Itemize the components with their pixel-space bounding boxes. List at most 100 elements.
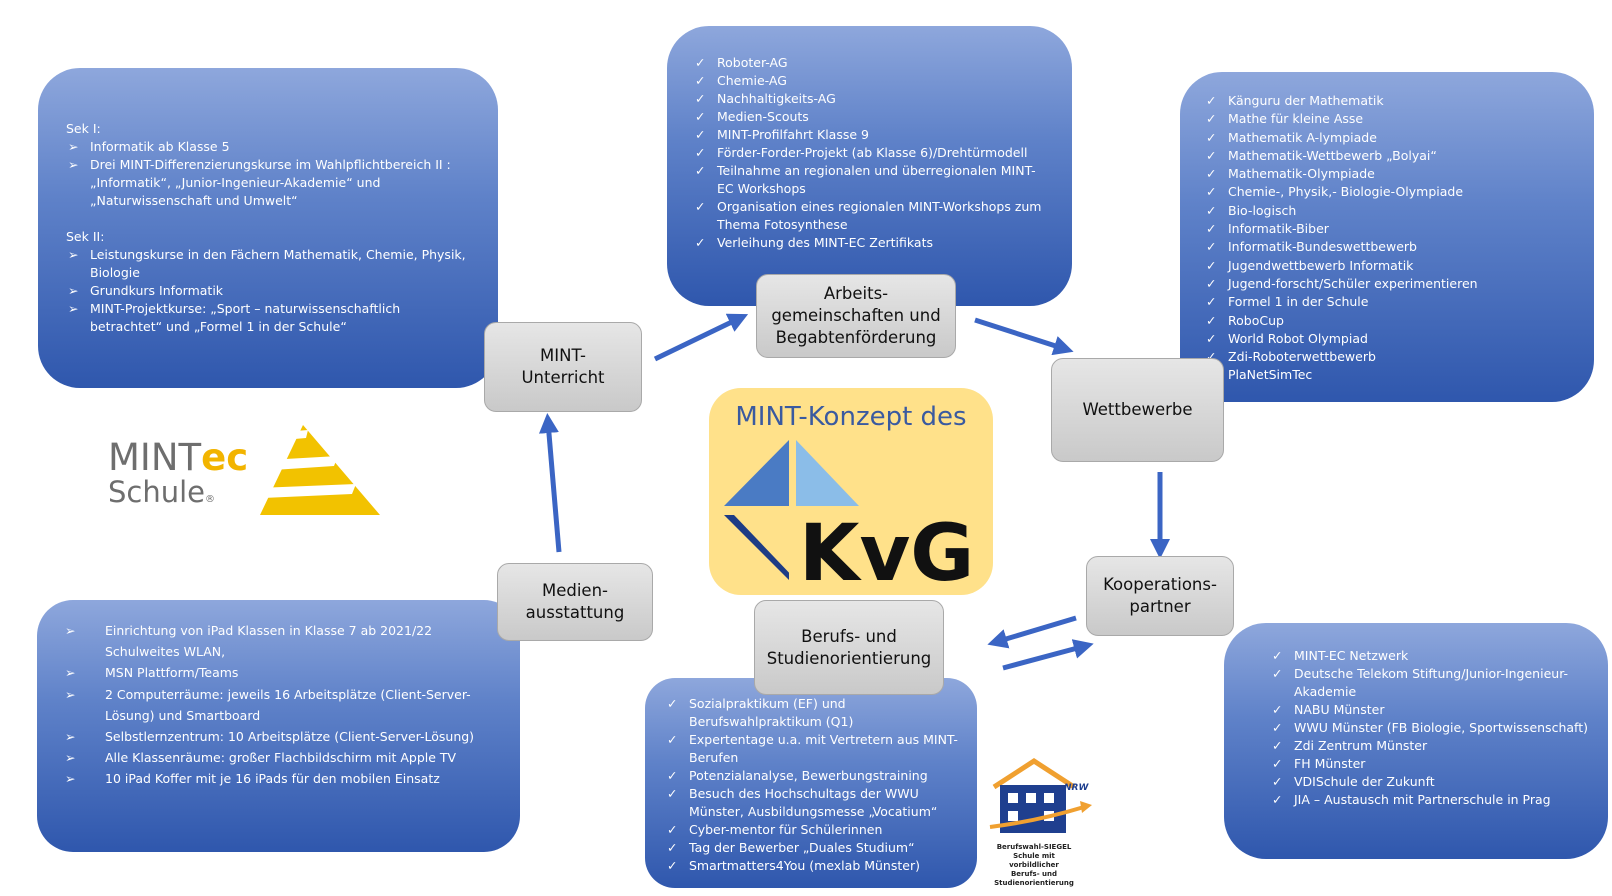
list-item: ✓Smartmatters4You (mexlab Münster) [667,858,920,873]
siegel-line3: Berufs- und [1010,870,1058,878]
check-icon: ✓ [1206,294,1217,310]
list-item: ✓FH Münster [1272,756,1366,771]
arrow-bullet-icon: ➢ [65,729,76,745]
mint-unterricht-panel: Sek I: ➢Informatik ab Klasse 5 ➢Drei MIN… [38,68,498,388]
check-icon: ✓ [1272,738,1283,753]
list-item: ✓Formel 1 in der Schule [1204,293,1576,311]
list-item: ✓Cyber-mentor für Schülerinnen [667,822,883,837]
check-icon: ✓ [1272,792,1283,807]
list-item: ✓VDISchule der Zukunft [1272,774,1435,789]
list-item: ➢MSN Plattform/Teams [63,662,494,683]
list-item: ✓RoboCup [1204,312,1576,330]
kvg-logo-text: KvG [799,509,974,595]
check-icon: ✓ [1206,239,1217,255]
list-item: ➢10 iPad Koffer mit je 16 iPads für den … [63,768,494,789]
list-item: ✓Potenzialanalyse, Bewerbungstraining [667,768,928,783]
list-item: ✓Mathematik-Olympiade [1204,165,1576,183]
arrow-ag-to-wettbewerbe [974,317,1074,356]
list-item: ✓Teilnahme an regionalen und überregiona… [695,163,1036,196]
list-item: ✓World Robot Olympiad [1204,330,1576,348]
list-item: ✓MINT-EC Netzwerk [1272,648,1409,663]
sek1-heading: Sek I: [66,121,101,136]
arrow-berufs-to-kooperation [1002,639,1094,671]
arrow-bullet-icon: ➢ [65,623,76,638]
center-title: MINT-Konzept des [735,402,967,432]
kvg-triangles-icon [724,440,859,580]
check-icon: ✓ [1206,349,1217,365]
mintec-pyramid-icon [258,425,380,515]
arrow-bullet-icon: ➢ [65,771,76,787]
mintec-schule-text: Schule [108,475,206,509]
list-item: ➢Leistungskurse in den Fächern Mathemati… [68,247,466,280]
arrow-bullet-icon: ➢ [68,247,79,262]
check-icon: ✓ [1272,648,1283,663]
list-item: ✓Medien-Scouts [695,109,809,124]
list-item: ✓Mathematik-Wettbewerb „Bolyai“ [1204,147,1576,165]
arrow-bullet-icon: ➢ [65,686,76,702]
sek1-list: ➢Informatik ab Klasse 5 ➢Drei MINT-Diffe… [66,138,470,210]
check-icon: ✓ [695,109,706,124]
mintec-ec-text: ec [201,436,249,479]
list-item: ✓Deutsche Telekom Stiftung/Junior-Ingeni… [1272,666,1569,699]
list-item: ✓Förder-Forder-Projekt (ab Klasse 6)/Dre… [695,145,1028,160]
list-item: ✓Zdi-Roboterwettbewerb [1204,348,1576,366]
siegel-line2: Schule mit vorbildlicher [1009,852,1059,869]
arrow-bullet-icon: ➢ [65,665,76,681]
list-item: ✓Bio-logisch [1204,202,1576,220]
list-item: ➢Alle Klassenräume: großer Flachbildschi… [63,747,494,768]
wettbewerbe-panel: ✓Känguru der Mathematik ✓Mathe für klein… [1180,72,1594,402]
check-icon: ✓ [1206,257,1217,273]
sek2-list: ➢Leistungskurse in den Fächern Mathemati… [66,246,470,336]
list-item: ✓Sozialpraktikum (EF) und Berufswahlprak… [667,696,854,729]
berufs-list: ✓Sozialpraktikum (EF) und Berufswahlprak… [665,695,963,875]
arrow-medien-to-unterricht [538,413,562,553]
list-item: ✓Verleihung des MINT-EC Zertifikats [695,235,933,250]
arrow-kooperation-to-berufs [987,615,1077,649]
arrow-bullet-icon: ➢ [68,157,79,172]
list-item: PlaNetSimTec [1228,367,1313,383]
node-mint-unterricht: MINT- Unterricht [484,322,642,412]
list-item: ✓Organisation eines regionalen MINT-Work… [695,199,1042,232]
siegel-house-icon [989,758,1092,833]
node-wettbewerbe: Wettbewerbe [1051,358,1224,462]
arrow-bullet-icon: ➢ [68,139,79,154]
wettbewerbe-list: ✓Känguru der Mathematik ✓Mathe für klein… [1204,92,1576,385]
check-icon: ✓ [695,127,706,142]
mintec-reg-mark: ® [205,494,216,505]
list-item: ✓Besuch des Hochschultags der WWU Münste… [667,786,938,819]
arrow-bullet-icon: ➢ [65,750,76,766]
check-icon: ✓ [1206,221,1217,237]
check-icon: ✓ [1272,666,1283,681]
siegel-nrw-text: NRW [1064,783,1089,793]
list-item: ✓Jugend-forscht/Schüler experimentieren [1204,275,1576,293]
check-icon: ✓ [1272,702,1283,717]
check-icon: ✓ [667,840,678,855]
medien-list: ➢Einrichtung von iPad Klassen in Klasse … [63,620,494,790]
check-icon: ✓ [1272,720,1283,735]
check-icon: ✓ [695,73,706,88]
berufswahl-siegel-logo: NRW Berufswahl-SIEGEL Schule mit vorbild… [988,755,1094,887]
check-icon: ✓ [1206,93,1217,108]
list-item: ➢Einrichtung von iPad Klassen in Klasse … [63,620,494,641]
list-item: ➢2 Computerräume: jeweils 16 Arbeitsplät… [63,684,494,726]
arrow-bullet-icon: ➢ [68,301,79,316]
node-arbeitsgemeinschaften: Arbeits- gemeinschaften und Begabtenförd… [756,274,956,358]
sek2-heading: Sek II: [66,229,105,244]
check-icon: ✓ [1206,184,1217,200]
node-medienausstattung: Medien- ausstattung [497,563,653,641]
list-item: ➢Drei MINT-Differenzierungskurse im Wahl… [68,157,451,208]
kooperation-panel: ✓MINT-EC Netzwerk ✓Deutsche Telekom Stif… [1224,623,1608,859]
check-icon: ✓ [667,822,678,837]
siegel-title: Berufswahl-SIEGEL [996,843,1072,851]
check-icon: ✓ [667,858,678,873]
siegel-line4: Studienorientierung [994,879,1074,887]
check-icon: ✓ [1206,202,1217,218]
kooperation-list: ✓MINT-EC Netzwerk ✓Deutsche Telekom Stif… [1270,647,1588,809]
node-berufsorientierung: Berufs- und Studienorientierung [754,600,944,695]
list-item: ➢Informatik ab Klasse 5 [68,139,230,154]
list-item: ✓Tag der Bewerber „Duales Studium“ [667,840,915,855]
list-item: ✓Mathematik A-lympiade [1204,129,1576,147]
berufs-panel: ✓Sozialpraktikum (EF) und Berufswahlprak… [645,678,977,888]
arrow-unterricht-to-ag [653,313,749,362]
